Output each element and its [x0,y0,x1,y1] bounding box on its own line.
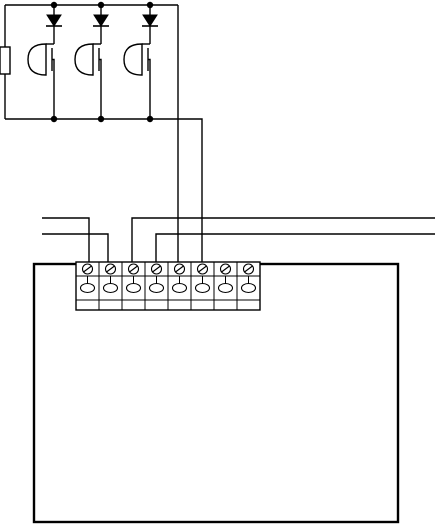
terminal-contact [127,284,141,293]
diode-1 [47,15,61,26]
terminal-contact [219,284,233,293]
terminal-contact [173,284,187,293]
sounder-branch-2 [75,5,109,119]
diode-3 [143,15,157,26]
wire-layer [5,5,435,268]
terminal-block [76,262,260,310]
terminal-contact [150,284,164,293]
sounder-branch-1 [28,5,62,119]
bottom-bus-return [150,119,202,268]
sounder-3 [124,44,142,75]
terminal-contact [104,284,118,293]
diode-2 [94,15,108,26]
node-bottom-2 [98,116,104,122]
sounder-2 [75,44,93,75]
node-top-3 [147,2,153,8]
terminal-contact [196,284,210,293]
sounder-1 [28,44,46,75]
terminal-contact [242,284,256,293]
node-bottom-1 [51,116,57,122]
node-bottom-3 [147,116,153,122]
terminal-contact [81,284,95,293]
resistor [0,47,10,74]
sounder-branch-3 [124,5,158,119]
node-top-2 [98,2,104,8]
node-top-1 [51,2,57,8]
external-line-1 [42,218,89,268]
